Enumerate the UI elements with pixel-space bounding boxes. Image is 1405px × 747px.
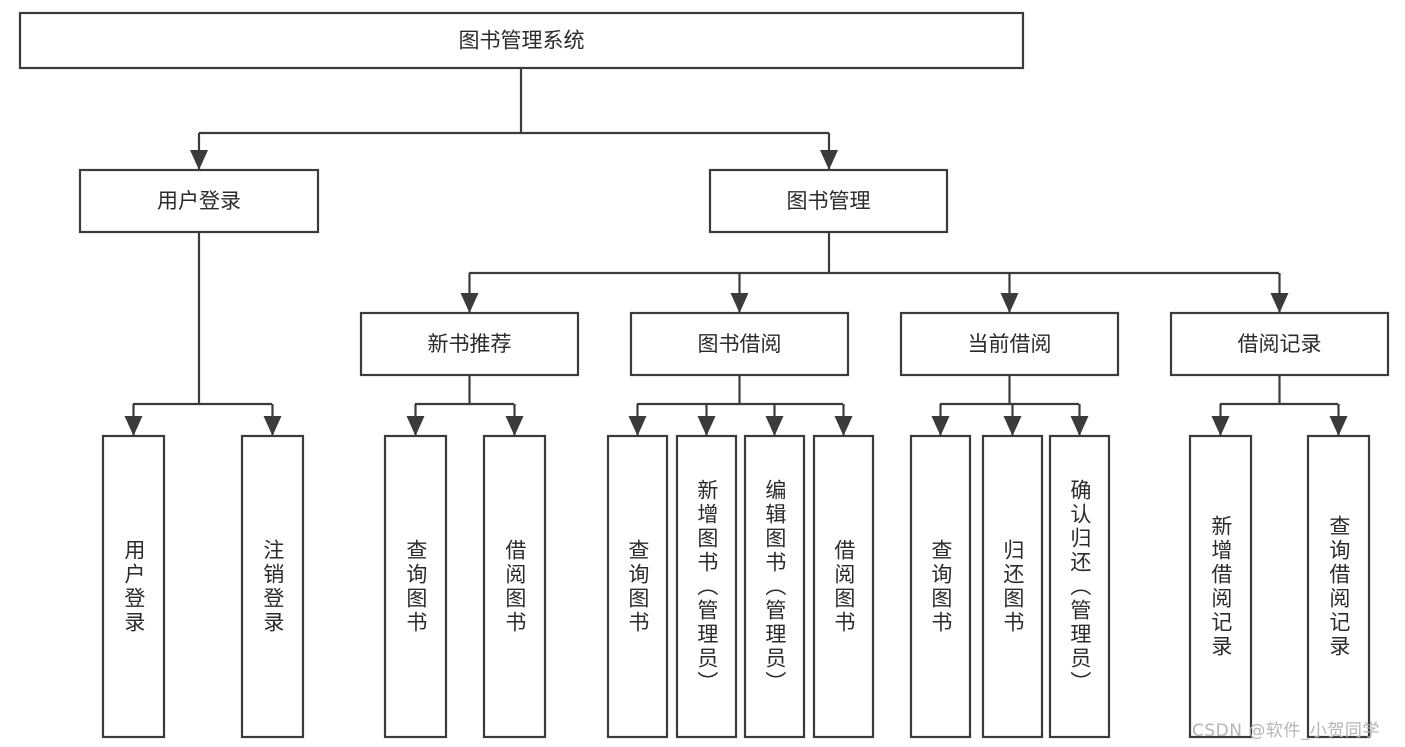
arrow-head-icon — [765, 416, 784, 436]
arrow-head-icon — [834, 416, 853, 436]
node-box-leaf-5[interactable] — [675, 434, 738, 739]
node-box-leaf-11[interactable] — [1188, 434, 1253, 739]
connector-layer — [124, 68, 1348, 436]
arrow-head-icon — [1000, 293, 1019, 313]
arrow-head-icon — [263, 416, 282, 436]
csdn-watermark: CSDN @软件_小贺同学 — [1192, 721, 1380, 741]
node-box-level3-1[interactable] — [629, 311, 850, 377]
node-box-root[interactable] — [18, 11, 1025, 70]
arrow-head-icon — [1003, 416, 1022, 436]
node-box-leaf-7[interactable] — [812, 434, 875, 739]
arrow-head-icon — [1270, 293, 1289, 313]
arrow-head-icon — [406, 416, 425, 436]
node-box-leaf-3[interactable] — [482, 434, 547, 739]
node-box-leaf-9[interactable] — [981, 434, 1044, 739]
node-label-level2-0: 用户登录 — [157, 189, 241, 213]
node-label-level3-0: 新书推荐 — [428, 332, 512, 356]
arrow-head-icon — [1329, 416, 1348, 436]
node-box-level3-3[interactable] — [1169, 311, 1390, 377]
node-box-leaf-2[interactable] — [383, 434, 448, 739]
node-box-leaf-4[interactable] — [606, 434, 669, 739]
node-label-level3-2: 当前借阅 — [968, 332, 1052, 356]
arrow-head-icon — [628, 416, 647, 436]
node-box-level3-2[interactable] — [899, 311, 1120, 377]
arrow-head-icon — [697, 416, 716, 436]
arrow-head-icon — [505, 416, 524, 436]
node-box-leaf-12[interactable] — [1306, 434, 1371, 739]
node-label-level2-1: 图书管理 — [787, 189, 871, 213]
node-box-level2-0[interactable] — [78, 168, 320, 234]
arrow-head-icon — [1211, 416, 1230, 436]
arrow-head-icon — [820, 150, 838, 170]
node-box-leaf-6[interactable] — [743, 434, 806, 739]
node-label-level3-3: 借阅记录 — [1238, 332, 1322, 356]
node-box-leaf-8[interactable] — [909, 434, 972, 739]
arrow-head-icon — [931, 416, 950, 436]
node-box-leaf-0[interactable] — [101, 434, 166, 739]
node-box-level2-1[interactable] — [708, 168, 949, 234]
arrow-head-icon — [730, 293, 749, 313]
arrow-head-icon — [124, 416, 143, 436]
arrow-head-icon — [190, 150, 208, 170]
node-box-layer — [18, 11, 1390, 739]
node-box-leaf-10[interactable] — [1048, 434, 1111, 739]
node-label-root: 图书管理系统 — [459, 29, 585, 53]
node-box-leaf-1[interactable] — [240, 434, 305, 739]
node-label-level3-1: 图书借阅 — [698, 332, 782, 356]
arrow-head-icon — [1070, 416, 1089, 436]
node-box-level3-0[interactable] — [359, 311, 580, 377]
arrow-head-icon — [460, 293, 479, 313]
